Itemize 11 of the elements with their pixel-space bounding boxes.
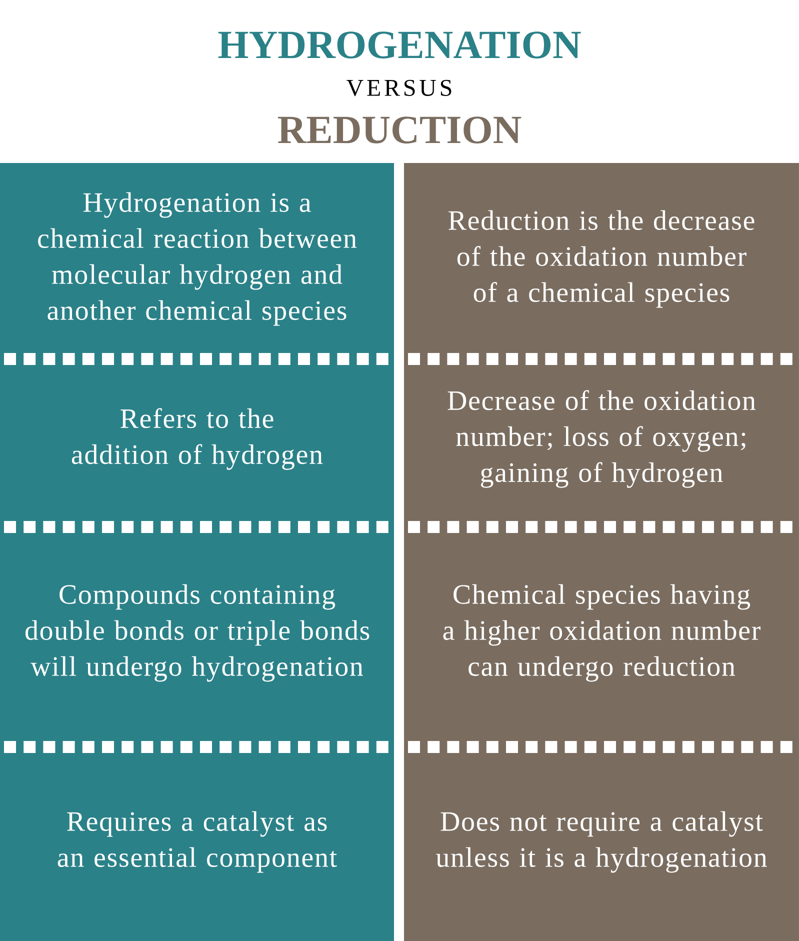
comparison-cell: Compounds containing double bonds or triple bonds will undergo hydrogenation <box>0 523 394 743</box>
comparison-cell: Decrease of the oxidation number; loss of oxygen; gaining of hydrogen <box>404 355 799 523</box>
comparison-cell: Refers to the addition of hydrogen <box>0 355 394 523</box>
heading: VERSUS <box>346 80 452 96</box>
heading: HYDROGENATION <box>218 32 581 58</box>
comparison-cell: Chemical species having a higher oxidation number can undergo reduction <box>404 523 799 743</box>
comparison-cell: Does not require a catalyst unless it is a hydrogenation <box>404 743 799 941</box>
heading: REDUCTION <box>278 116 522 144</box>
comparison-cell: Reduction is the decrease of the oxidation number of a chemical species <box>404 163 799 355</box>
comparison-cell: Requires a catalyst as an essential component <box>0 743 394 941</box>
comparison-cell: Hydrogenation is a chemical reaction between molecular hydrogen and another chemical species <box>0 163 394 355</box>
